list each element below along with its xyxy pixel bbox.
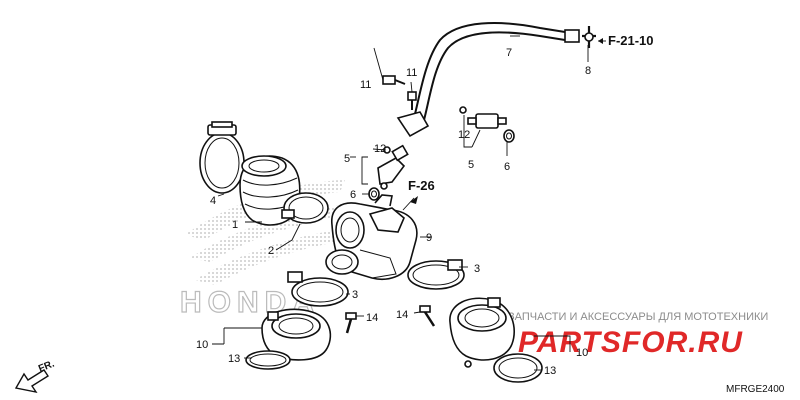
part-13-right-o-ring bbox=[493, 353, 543, 383]
part-3-left-clamp bbox=[287, 271, 349, 307]
part-7-fuel-hose bbox=[396, 22, 580, 138]
part-9-throttle-body bbox=[325, 194, 418, 280]
callout-3-left: 3 bbox=[352, 289, 358, 301]
callout-9: 9 bbox=[426, 232, 432, 244]
part-13-left-o-ring bbox=[245, 350, 291, 370]
callout-11-right: 11 bbox=[406, 67, 417, 79]
front-label: FR. bbox=[37, 358, 56, 374]
part-11-upper-screw bbox=[382, 75, 406, 85]
callout-13-right: 13 bbox=[544, 365, 556, 377]
callout-12-right: 12 bbox=[458, 129, 470, 141]
callout-10-right: 10 bbox=[576, 347, 588, 359]
part-12-right-seal bbox=[459, 106, 467, 114]
part-14-left-bolt bbox=[345, 312, 357, 334]
callout-11-left: 11 bbox=[360, 79, 371, 91]
leader-lines bbox=[212, 35, 589, 371]
callout-3-right: 3 bbox=[474, 263, 480, 275]
part-2-small-clamp bbox=[281, 192, 329, 224]
part-6-right-o-ring bbox=[503, 129, 515, 143]
callout-4: 4 bbox=[210, 195, 216, 207]
callout-8: 8 bbox=[585, 65, 591, 77]
callout-5-left: 5 bbox=[344, 153, 350, 165]
front-arrow-icon bbox=[14, 369, 49, 394]
part-8-hose-joint bbox=[582, 26, 596, 48]
watermark-site: PARTSFOR.RU bbox=[518, 326, 743, 359]
part-5-left-injector bbox=[377, 144, 409, 190]
callout-1: 1 bbox=[232, 219, 238, 231]
callout-14-right: 14 bbox=[396, 309, 408, 321]
reference-arrow-icon bbox=[598, 38, 603, 44]
diagram-code: MFRGE2400 bbox=[726, 384, 785, 395]
callout-2: 2 bbox=[268, 245, 274, 257]
front-direction-marker: FR. bbox=[14, 358, 56, 394]
watermark-tagline: ЗАПЧАСТИ И АКСЕССУАРЫ ДЛЯ МОТОТЕХНИКИ bbox=[508, 311, 768, 323]
reference-f-26: F-26 bbox=[408, 178, 435, 193]
reference-arrow-icon-2 bbox=[410, 196, 418, 204]
callout-12-left: 12 bbox=[374, 143, 386, 155]
part-10-left-insulator bbox=[261, 308, 332, 361]
callout-6-left: 6 bbox=[350, 189, 356, 201]
callout-13-left: 13 bbox=[228, 353, 240, 365]
part-11-lower-screw bbox=[407, 91, 417, 110]
part-6-left-o-ring bbox=[368, 187, 380, 201]
part-5-right-injector bbox=[467, 113, 507, 129]
reference-f-21-10: F-21-10 bbox=[608, 33, 654, 48]
callout-14-left: 14 bbox=[366, 312, 378, 324]
part-14-right-bolt bbox=[419, 305, 436, 327]
part-10-right-insulator bbox=[449, 297, 516, 368]
callout-5-right: 5 bbox=[468, 159, 474, 171]
callout-6-right: 6 bbox=[504, 161, 510, 173]
part-3-right-clamp bbox=[407, 259, 465, 290]
callout-10-left: 10 bbox=[196, 339, 208, 351]
part-4-band-clamp bbox=[199, 121, 245, 194]
callout-7: 7 bbox=[506, 47, 512, 59]
